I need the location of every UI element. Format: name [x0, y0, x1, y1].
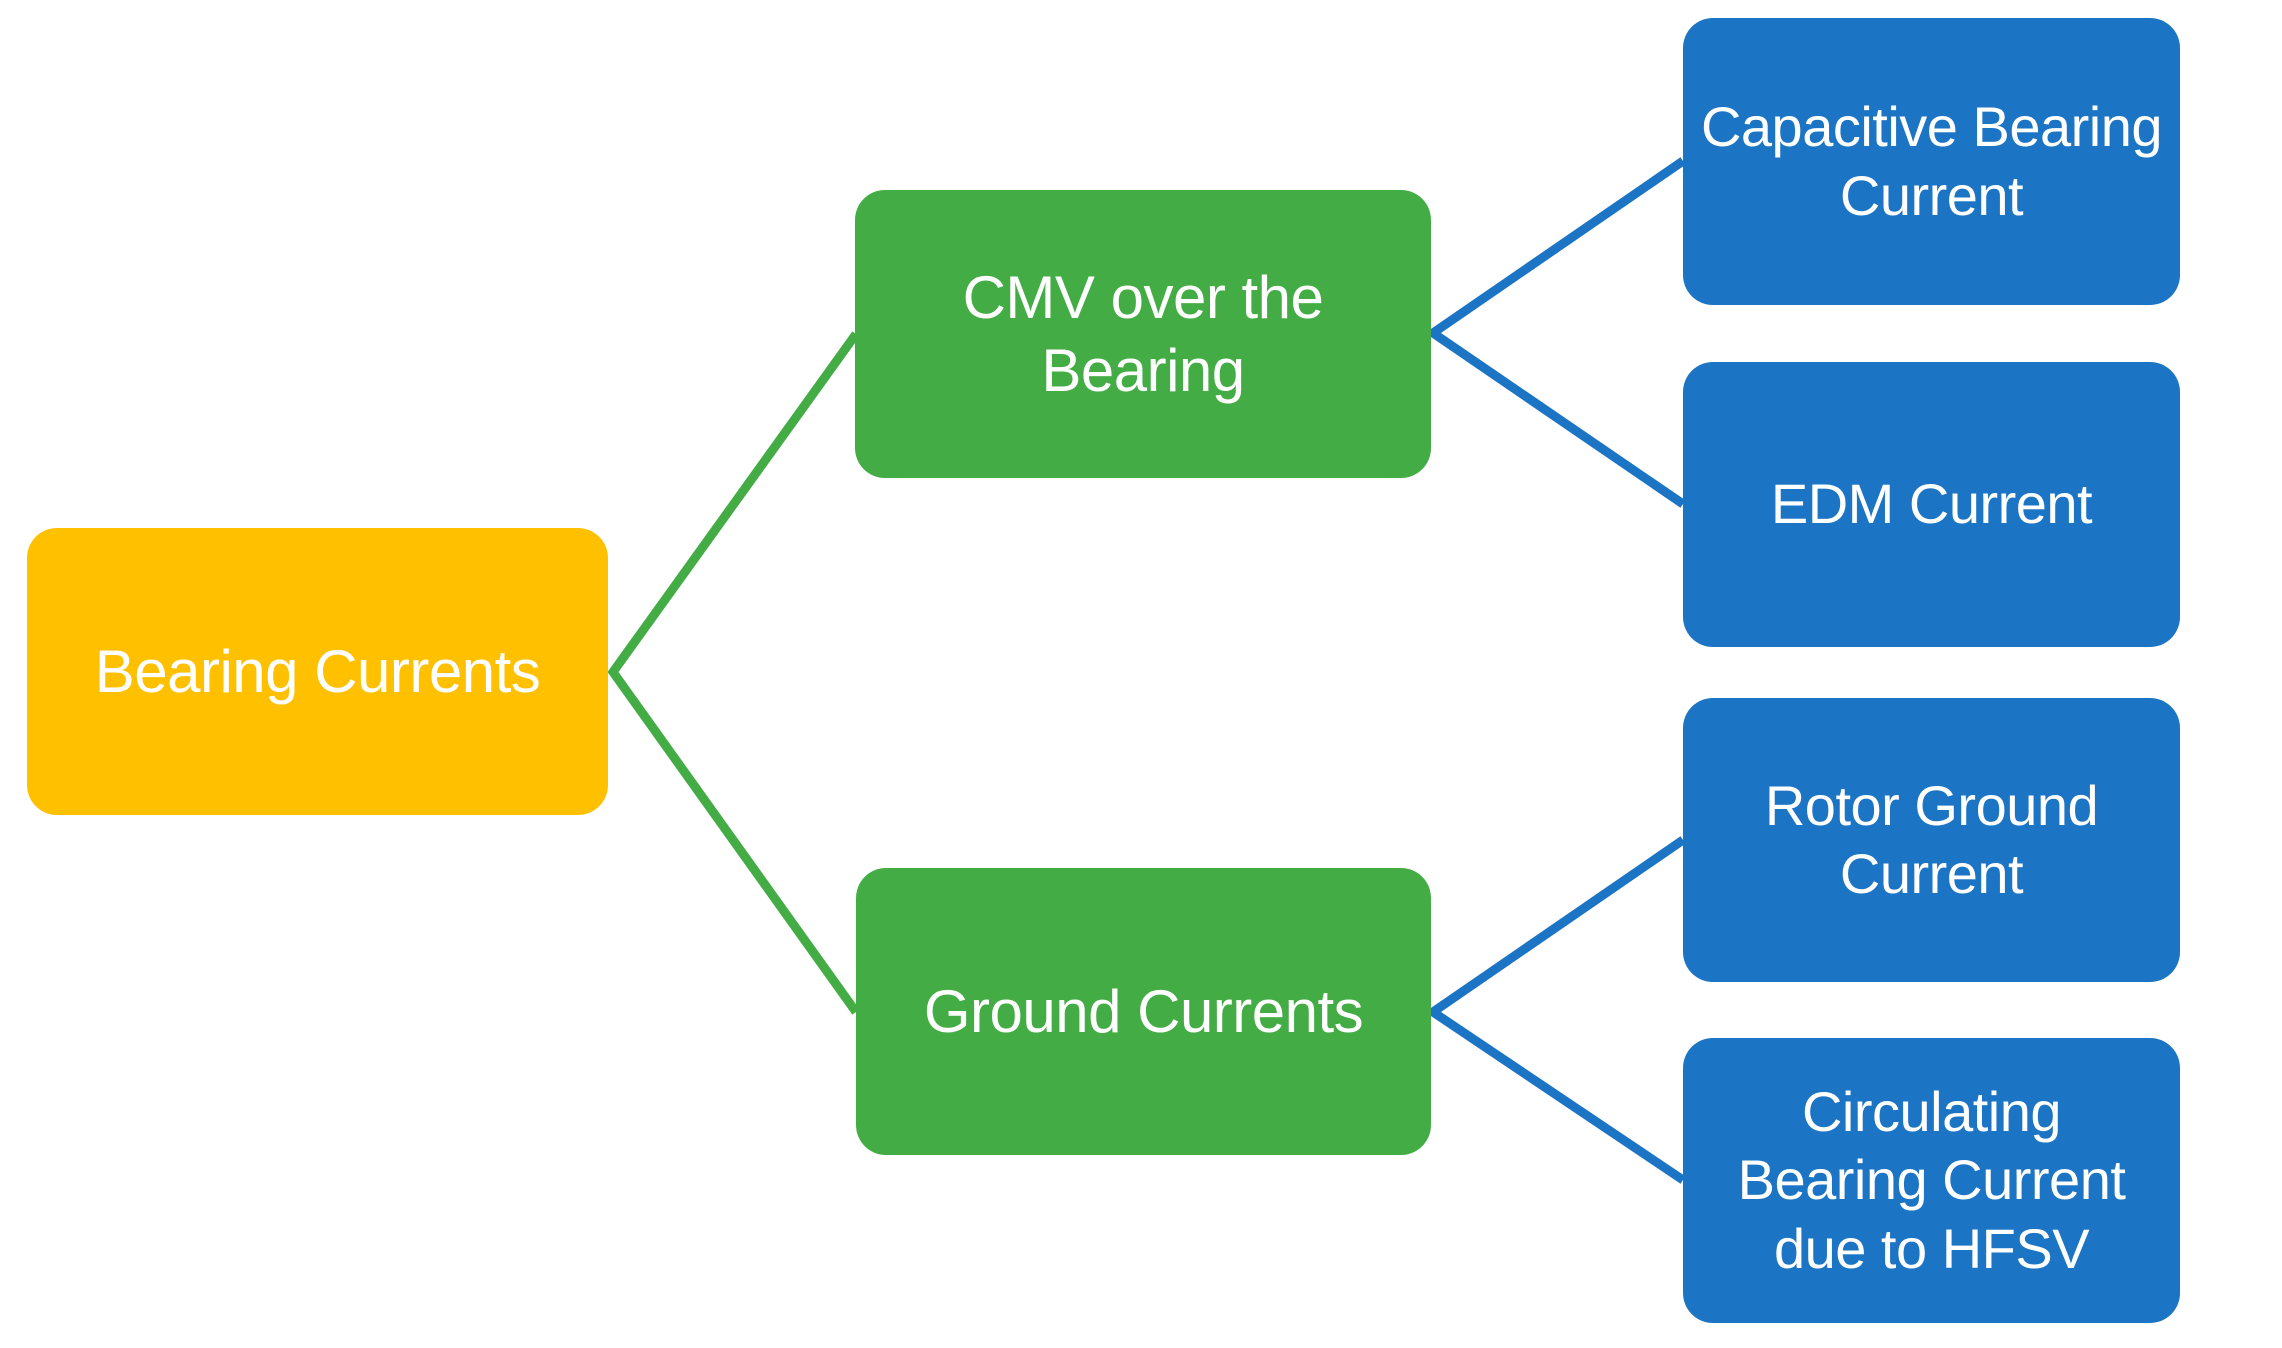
node-capacitive-bearing-current: Capacitive Bearing Current	[1683, 18, 2180, 305]
node-rotor-ground-current: Rotor Ground Current	[1683, 698, 2180, 982]
node-circulating-bearing-current-hfsv-label: Circulating Bearing Current due to HFSV	[1737, 1080, 2126, 1280]
connector-cmv-to-children	[1425, 157, 1686, 508]
node-ground-currents: Ground Currents	[856, 868, 1431, 1155]
node-rotor-ground-current-label: Rotor Ground Current	[1764, 773, 2099, 905]
connector-ground-to-children	[1424, 836, 1686, 1184]
node-bearing-currents-label: Bearing Currents	[94, 637, 541, 705]
node-edm-current: EDM Current	[1683, 362, 2180, 647]
node-bearing-currents: Bearing Currents	[27, 528, 608, 815]
node-circulating-bearing-current-hfsv: Circulating Bearing Current due to HFSV	[1683, 1038, 2180, 1323]
node-capacitive-bearing-current-label: Capacitive Bearing Current	[1700, 95, 2163, 227]
node-ground-currents-label: Ground Currents	[923, 977, 1364, 1045]
node-cmv-over-the-bearing: CMV over the Bearing	[855, 190, 1431, 478]
connector-root-to-level2	[607, 331, 860, 1015]
node-edm-current-label: EDM Current	[1770, 472, 2093, 536]
node-cmv-over-the-bearing-label: CMV over the Bearing	[962, 263, 1324, 404]
